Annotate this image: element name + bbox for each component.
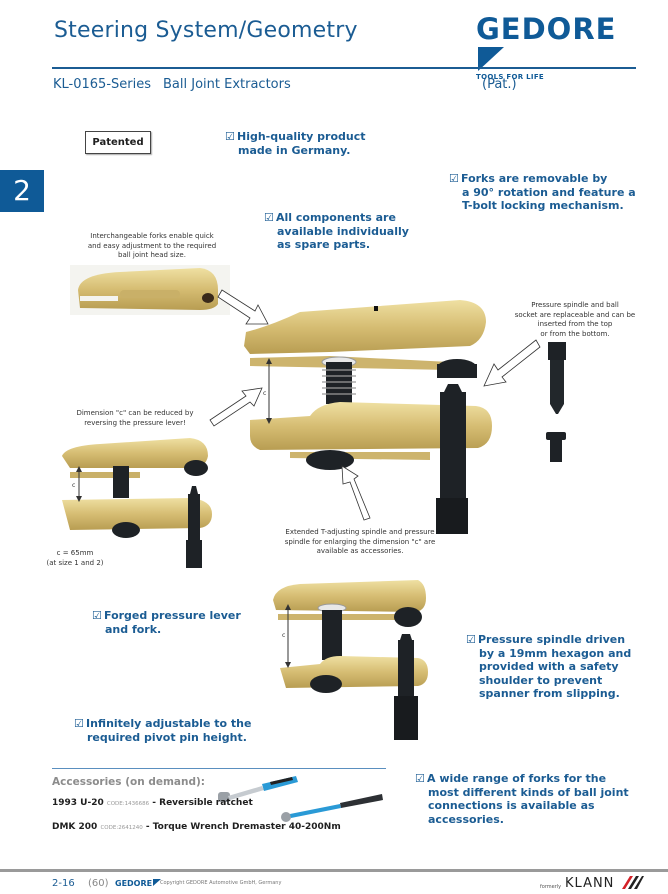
- brand-tagline: TOOLS FOR LIFE: [476, 73, 545, 81]
- checkbox-icon: ☑: [264, 211, 274, 224]
- feature-forged-lever: ☑Forged pressure lever and fork.: [92, 609, 241, 636]
- svg-text:c: c: [282, 632, 285, 639]
- footer-brand: GEDORE: [115, 879, 162, 888]
- callout-arrows: [209, 289, 541, 521]
- feature-hexagon-spindle: ☑Pressure spindle driven by a 19mm hexag…: [466, 633, 632, 700]
- reversed-lever-image: [62, 438, 212, 568]
- klann-stripes-icon: [622, 876, 644, 889]
- checkbox-icon: ☑: [466, 633, 476, 646]
- main-extractor-image: [244, 300, 492, 534]
- checkbox-icon: ☑: [92, 609, 102, 622]
- caption-extended: Extended T-adjusting spindle and pressur…: [284, 528, 436, 555]
- copyright: Copyright GEDORE Automotive GmbH, German…: [160, 880, 282, 886]
- formerly-label: formerly: [540, 884, 562, 890]
- arrow-icon: [341, 465, 371, 521]
- spindle-parts-image: [546, 342, 566, 462]
- page-number: 2-16: [52, 878, 75, 889]
- arrow-icon: [483, 339, 541, 387]
- arrow-icon: [217, 289, 269, 325]
- checkbox-icon: ☑: [415, 772, 425, 785]
- caption-spindle: Pressure spindle and ball socket are rep…: [514, 301, 636, 338]
- fork-image: [70, 265, 230, 315]
- series-code: KL-0165-Series: [53, 77, 151, 92]
- checkbox-icon: ☑: [74, 717, 84, 730]
- caption-c-value: c = 65mm (at size 1 and 2): [46, 549, 104, 567]
- torque-wrench-image: [281, 794, 383, 822]
- feature-infinitely-adjustable: ☑Infinitely adjustable to the required p…: [74, 717, 252, 744]
- accessories-divider: [52, 768, 386, 769]
- feature-removable-forks: ☑Forks are removable by a 90° rotation a…: [449, 172, 636, 212]
- accessory-item-ratchet[interactable]: 1993 U-20 CODE:1436686 - Reversible ratc…: [52, 798, 253, 808]
- caption-dimension: Dimension "c" can be reduced by reversin…: [76, 409, 194, 427]
- accessories-title: Accessories (on demand):: [52, 776, 206, 788]
- chapter-tab[interactable]: 2: [0, 170, 44, 212]
- footer-divider: [0, 869, 668, 872]
- brand-name: GEDORE: [476, 12, 617, 46]
- page-title: Steering System/Geometry: [54, 18, 358, 43]
- caption-forks: Interchangeable forks enable quick and e…: [87, 232, 217, 259]
- feature-spare-parts: ☑All components are available individual…: [264, 211, 409, 251]
- dimension-c-label: c: [263, 390, 266, 397]
- ratchet-image: [218, 776, 298, 802]
- product-name: Ball Joint Extractors: [163, 77, 291, 92]
- arrow-icon: [209, 387, 263, 427]
- accessory-item-torque-wrench[interactable]: DMK 200 CODE:2641240 - Torque Wrench Dre…: [52, 822, 341, 832]
- page-number-alt: (60): [88, 878, 109, 889]
- klann-logo: KLANN: [565, 876, 615, 891]
- patent-mark: (Pat.): [482, 77, 517, 92]
- brand-flag-icon: [153, 879, 162, 886]
- checkbox-icon: ☑: [449, 172, 459, 185]
- bottom-extractor-image: [273, 580, 428, 740]
- checkbox-icon: ☑: [225, 130, 235, 143]
- gedore-logo: GEDORE TOOLS FOR LIFE: [476, 14, 636, 81]
- feature-fork-range: ☑A wide range of forks for the most diff…: [415, 772, 629, 826]
- svg-text:c: c: [72, 482, 75, 489]
- patented-badge: Patented: [85, 131, 151, 154]
- header-divider: [52, 67, 636, 69]
- feature-made-in-germany: ☑High-quality product made in Germany.: [225, 130, 366, 157]
